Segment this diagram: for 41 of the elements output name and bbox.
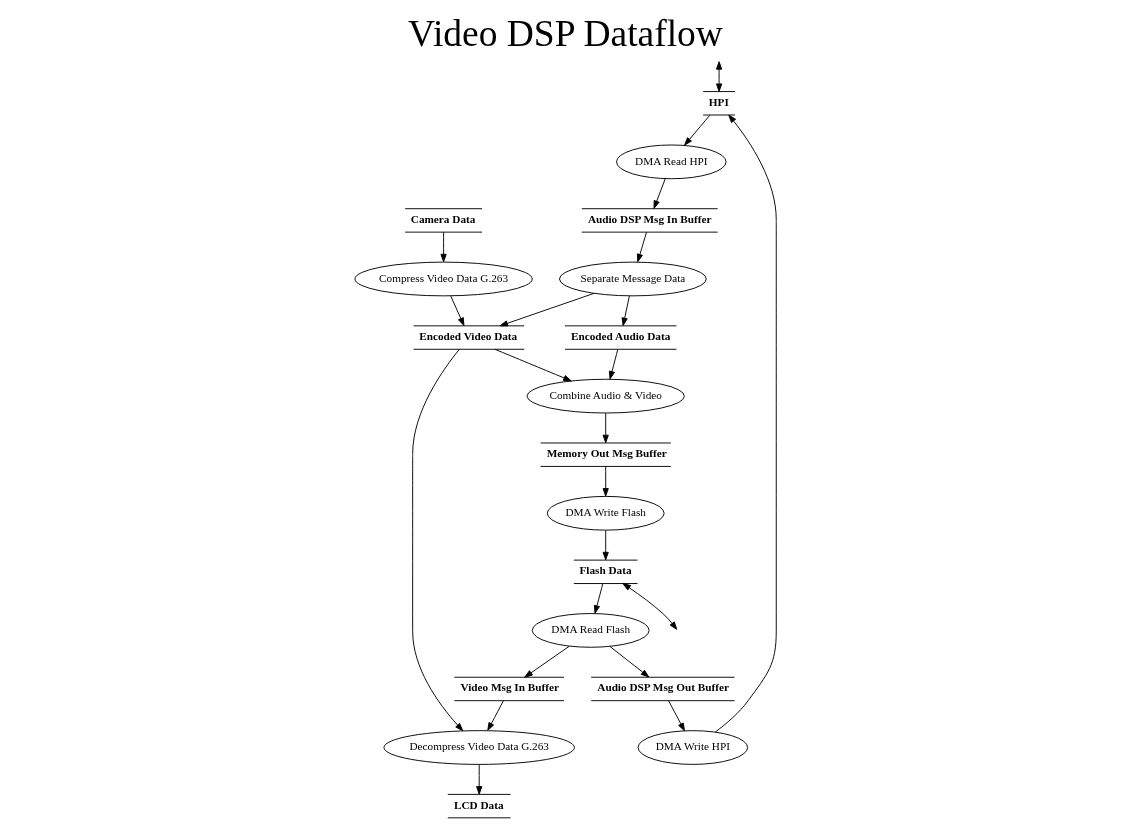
node-ellipse: DMA Write HPI [637, 730, 749, 765]
node-text: Video Msg In Buffer [460, 681, 559, 694]
arrow [524, 645, 570, 678]
arrow [714, 114, 777, 733]
arrow [684, 114, 711, 146]
node-ellipse: DMA Read Flash [531, 613, 650, 648]
node-text: LCD Data [453, 798, 504, 811]
arrow [602, 412, 609, 444]
node-text: Encoded Video Data [419, 330, 518, 342]
arrow [412, 348, 464, 732]
arrow [653, 178, 666, 209]
arrow [636, 231, 647, 263]
arrow [608, 348, 619, 380]
diagram-title: Video DSP Dataflow [408, 12, 723, 54]
node-text: Audio DSP Msg In Buffer [587, 212, 712, 225]
node-ellipse: Separate Message Data [559, 261, 707, 297]
node-ellipse: Combine Audio & Video [526, 378, 685, 414]
arrow [602, 529, 609, 561]
arrow [476, 764, 483, 795]
arrow [440, 231, 447, 263]
arrow [487, 700, 504, 731]
node-ellipse: DMA Read HPI [616, 144, 727, 180]
arrow [668, 700, 685, 732]
arrow [499, 292, 595, 327]
node-text: Camera Data [410, 212, 476, 225]
arrow [593, 583, 604, 614]
arrow [450, 295, 465, 326]
node-ellipse: Compress Video Data G.263 [354, 261, 533, 297]
node-ellipse: DMA Write Flash [546, 495, 665, 531]
node-text: Memory Out Msg Buffer [546, 447, 667, 460]
arrow [621, 295, 630, 326]
arrow [602, 466, 609, 497]
node-text: HPI [708, 95, 729, 108]
node-text: Audio DSP Msg Out Buffer [597, 681, 729, 694]
node-ellipse: Decompress Video Data G.263 [383, 730, 575, 765]
arrow [609, 646, 650, 678]
arrow [494, 348, 572, 382]
arrow [622, 583, 678, 630]
node-text: Flash Data [579, 564, 632, 577]
arrow [716, 61, 723, 92]
node-text: Encoded Audio Data [571, 330, 671, 342]
